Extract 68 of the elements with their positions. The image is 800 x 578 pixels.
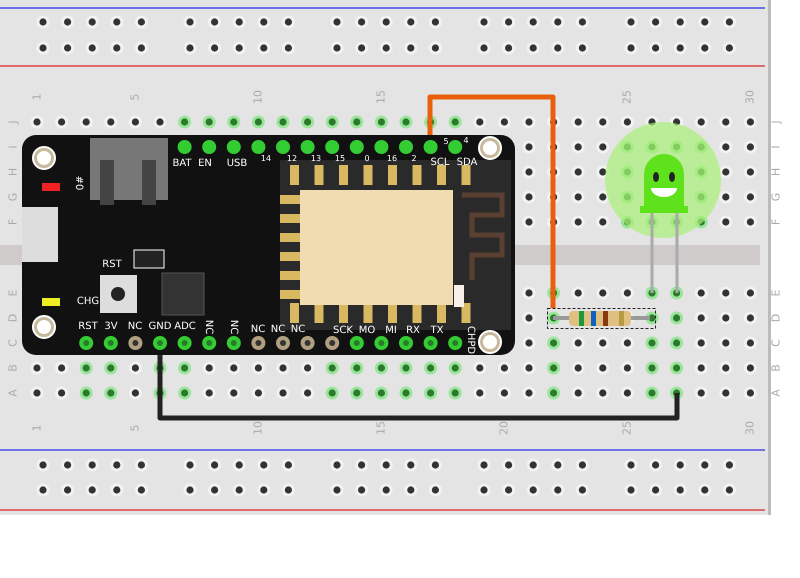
column-number: 15 [376,421,387,435]
pin-label: RST [78,322,98,332]
pin-label: ADC [174,322,196,332]
column-number: H [770,168,782,176]
pin-label: 5 [443,138,449,146]
pin-label: GND [148,322,172,332]
wire [428,94,556,308]
column-number: 10 [252,421,264,435]
column-number: I [770,145,782,149]
pin-label: EN [198,159,212,169]
pin-label: NC [128,322,142,332]
pin-label: RST [102,260,122,270]
column-number: G [8,192,18,202]
column-number: F [770,218,782,226]
pin-label: 0 [364,155,370,163]
column-number: A [8,389,18,397]
wire [158,355,680,420]
pin-label: 14 [260,155,272,163]
column-number: E [770,290,782,296]
column-number: J [770,120,782,124]
column-number: 15 [376,90,387,104]
pin-label: RX [406,326,420,336]
pin-label: CHPD [465,326,475,354]
pin-label: 2 [411,155,417,163]
pin-label: TX [430,326,444,336]
pin-label: NC [203,320,213,334]
column-number: G [770,192,782,202]
pin-label: 12 [286,155,298,163]
column-number: 1 [32,94,42,100]
column-number: 25 [622,90,633,104]
column-number: E [8,290,18,296]
pin-label: 4 [463,137,469,145]
pin-label: 13 [310,155,322,163]
pin-label: NC [250,325,266,335]
column-number: C [770,339,782,347]
pin-label: SCK [333,326,353,336]
column-number: 20 [498,421,510,435]
column-number: 25 [622,421,633,435]
column-number: B [770,364,782,372]
column-number: 10 [252,90,264,104]
pin-label: USB [226,159,248,169]
pin-label: MO [358,326,376,336]
column-number: C [8,339,18,347]
pin-label: NC [270,325,286,335]
pin-label: 16 [386,155,398,163]
column-number: 30 [744,90,756,104]
column-number: 30 [744,421,756,435]
column-number: F [8,218,18,226]
pin-label: 15 [334,155,346,163]
column-number: I [8,145,18,149]
pin-label: 3V [104,322,118,332]
column-number: D [770,314,782,322]
column-number: D [8,314,18,322]
pin-label: NC [228,320,238,334]
pin-label: SDA [456,158,478,168]
column-number: B [8,364,18,372]
pin-label: NC [290,325,306,335]
column-number: 1 [32,424,42,432]
pin-label: SCL [430,158,450,168]
pin-label: MI [385,326,397,336]
column-number: J [8,120,18,124]
column-number: 5 [130,94,141,100]
pin-label: #0 [73,176,83,190]
pin-label: BAT [172,159,192,169]
column-number: H [8,168,18,176]
column-number: 5 [130,424,141,432]
column-number: A [770,389,782,397]
pin-label: CHG [76,297,100,307]
